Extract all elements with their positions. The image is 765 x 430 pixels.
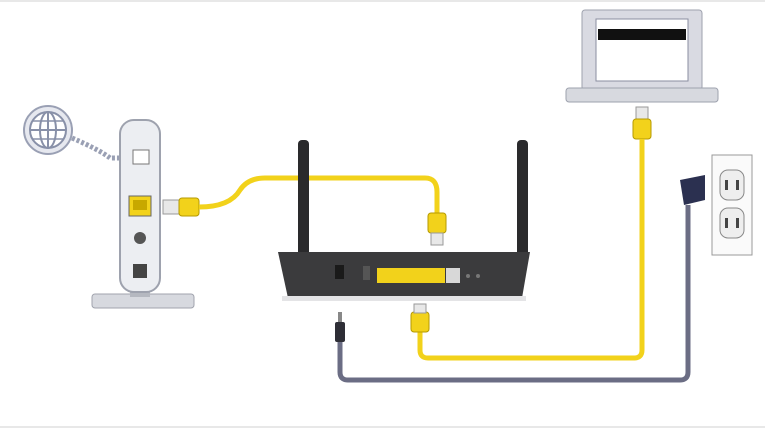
- laptop: [565, 9, 719, 103]
- modem: [91, 119, 195, 309]
- antenna-right: [517, 140, 528, 260]
- globe-icon: [23, 105, 73, 155]
- power-adapter: [335, 175, 705, 383]
- router-lan-ports: [377, 268, 445, 283]
- router: [278, 140, 530, 301]
- antenna-left: [298, 140, 309, 260]
- ethernet-cable-laptop-router: [410, 106, 652, 361]
- wall-outlet: [711, 154, 753, 256]
- router-usb-port: [363, 266, 370, 280]
- router-power-port: [335, 265, 344, 279]
- modem-button: [134, 232, 146, 244]
- router-wan-port: [446, 268, 460, 283]
- modem-power-port: [133, 264, 147, 278]
- phone-port: [132, 149, 150, 165]
- ethernet-cable-modem-router: [162, 175, 447, 246]
- internet-line: [71, 135, 140, 161]
